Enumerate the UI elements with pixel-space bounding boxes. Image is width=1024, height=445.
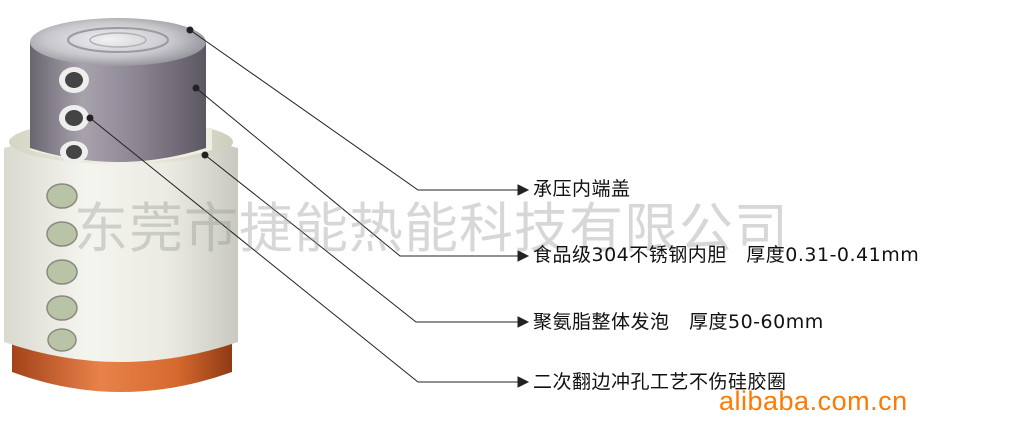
callout-inner-tank: 食品级304不锈钢内胆 厚度0.31-0.41mm [533,244,920,266]
leader-lines [86,26,530,388]
pipe-holes [59,67,89,163]
callout-end-cap: 承压内端盖 [533,178,631,200]
site-watermark: alibaba.com.cn [719,386,908,416]
company-watermark: 东莞市捷能热能科技有限公司 [74,197,789,260]
callout-flange: 二次翻边冲孔工艺不伤硅胶圈 [533,371,787,393]
shell-holes [46,183,78,352]
end-cap [30,18,206,66]
callout-foam: 聚氨脂整体发泡 厚度50-60mm [533,311,824,333]
